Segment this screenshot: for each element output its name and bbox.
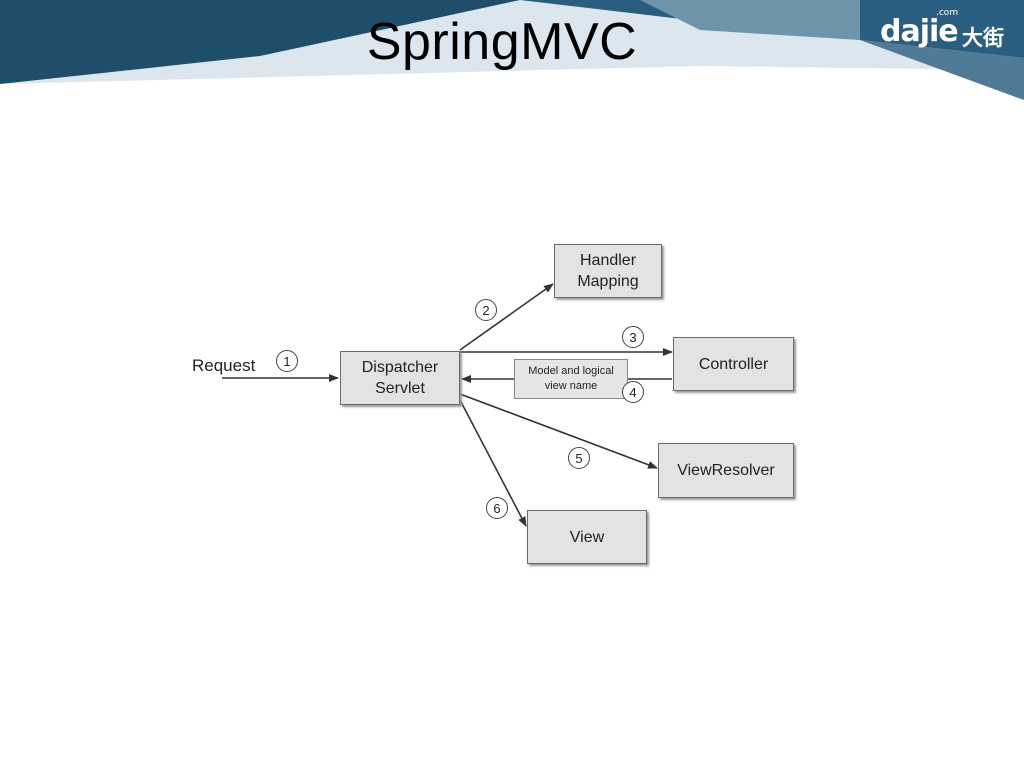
controller-label: Controller bbox=[698, 355, 769, 373]
step-5-badge: 5 bbox=[568, 447, 590, 469]
dispatcher-servlet-box: Dispatcher Servlet bbox=[340, 351, 460, 405]
view-resolver-box: ViewResolver bbox=[658, 443, 794, 498]
logo-cn-text: 大街 bbox=[962, 26, 1004, 50]
step-1-badge: 1 bbox=[276, 350, 298, 372]
header-band bbox=[0, 0, 1024, 100]
view-box: View bbox=[527, 510, 647, 564]
model-view-name-label: Model and logical view name bbox=[528, 365, 614, 392]
step-4-badge: 4 bbox=[622, 381, 644, 403]
step-6-badge: 6 bbox=[486, 497, 508, 519]
view-label: View bbox=[569, 528, 605, 546]
arrow-to-view bbox=[459, 399, 527, 527]
model-view-name-note: Model and logical view name bbox=[514, 359, 628, 399]
request-label: Request bbox=[192, 356, 256, 375]
controller-box: Controller bbox=[673, 337, 794, 391]
step-2-badge: 2 bbox=[475, 299, 497, 321]
handler-mapping-label: Handler Mapping bbox=[577, 252, 639, 290]
handler-mapping-box: Handler Mapping bbox=[554, 244, 662, 298]
slide-title: SpringMVC bbox=[366, 13, 638, 71]
arrow-to-handler-mapping bbox=[459, 283, 554, 351]
step-3-badge: 3 bbox=[622, 326, 644, 348]
logo-brand-text: dajie bbox=[880, 14, 959, 49]
logo-tld-text: .com bbox=[936, 8, 959, 18]
brand-logo: dajie .com 大街 bbox=[880, 8, 1016, 50]
arrow-to-view-resolver bbox=[459, 393, 658, 469]
dispatcher-servlet-label: Dispatcher Servlet bbox=[361, 359, 439, 397]
view-resolver-label: ViewResolver bbox=[677, 462, 775, 479]
